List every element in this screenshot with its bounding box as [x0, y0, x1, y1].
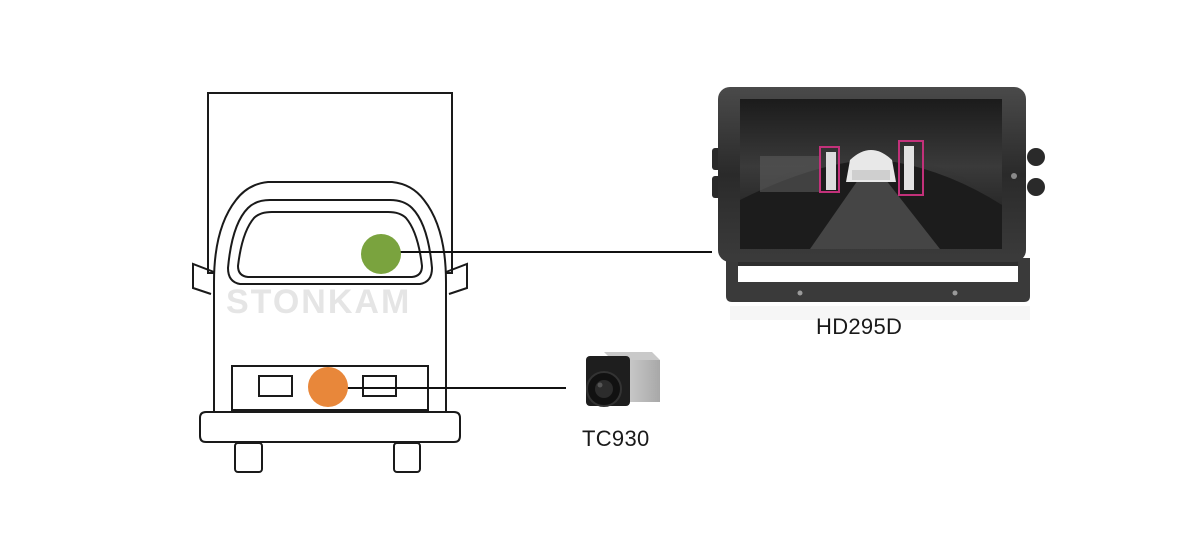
detection-box-right [898, 140, 924, 196]
windshield-inner [236, 211, 424, 278]
left-headlight [258, 375, 293, 397]
monitor-right-knobs [1027, 148, 1045, 196]
brand-watermark: STONKAM [226, 283, 412, 321]
right-headlight [362, 375, 397, 397]
camera-position-marker [308, 367, 348, 407]
left-mirror [192, 262, 215, 295]
monitor-position-marker [361, 234, 401, 274]
monitor-sensor-icon [1011, 173, 1017, 179]
monitor-device-icon [712, 87, 1045, 320]
thermal-scene [740, 146, 1002, 249]
bumper [199, 411, 461, 443]
windshield-outer [226, 199, 434, 285]
right-mirror [445, 262, 468, 295]
camera-model-label: TC930 [582, 426, 650, 451]
monitor-model-label: HD295D [816, 314, 903, 339]
left-wheel [234, 442, 263, 473]
right-wheel [393, 442, 421, 473]
thermal-camera-device-icon [586, 352, 660, 407]
detection-box-left [819, 146, 840, 193]
